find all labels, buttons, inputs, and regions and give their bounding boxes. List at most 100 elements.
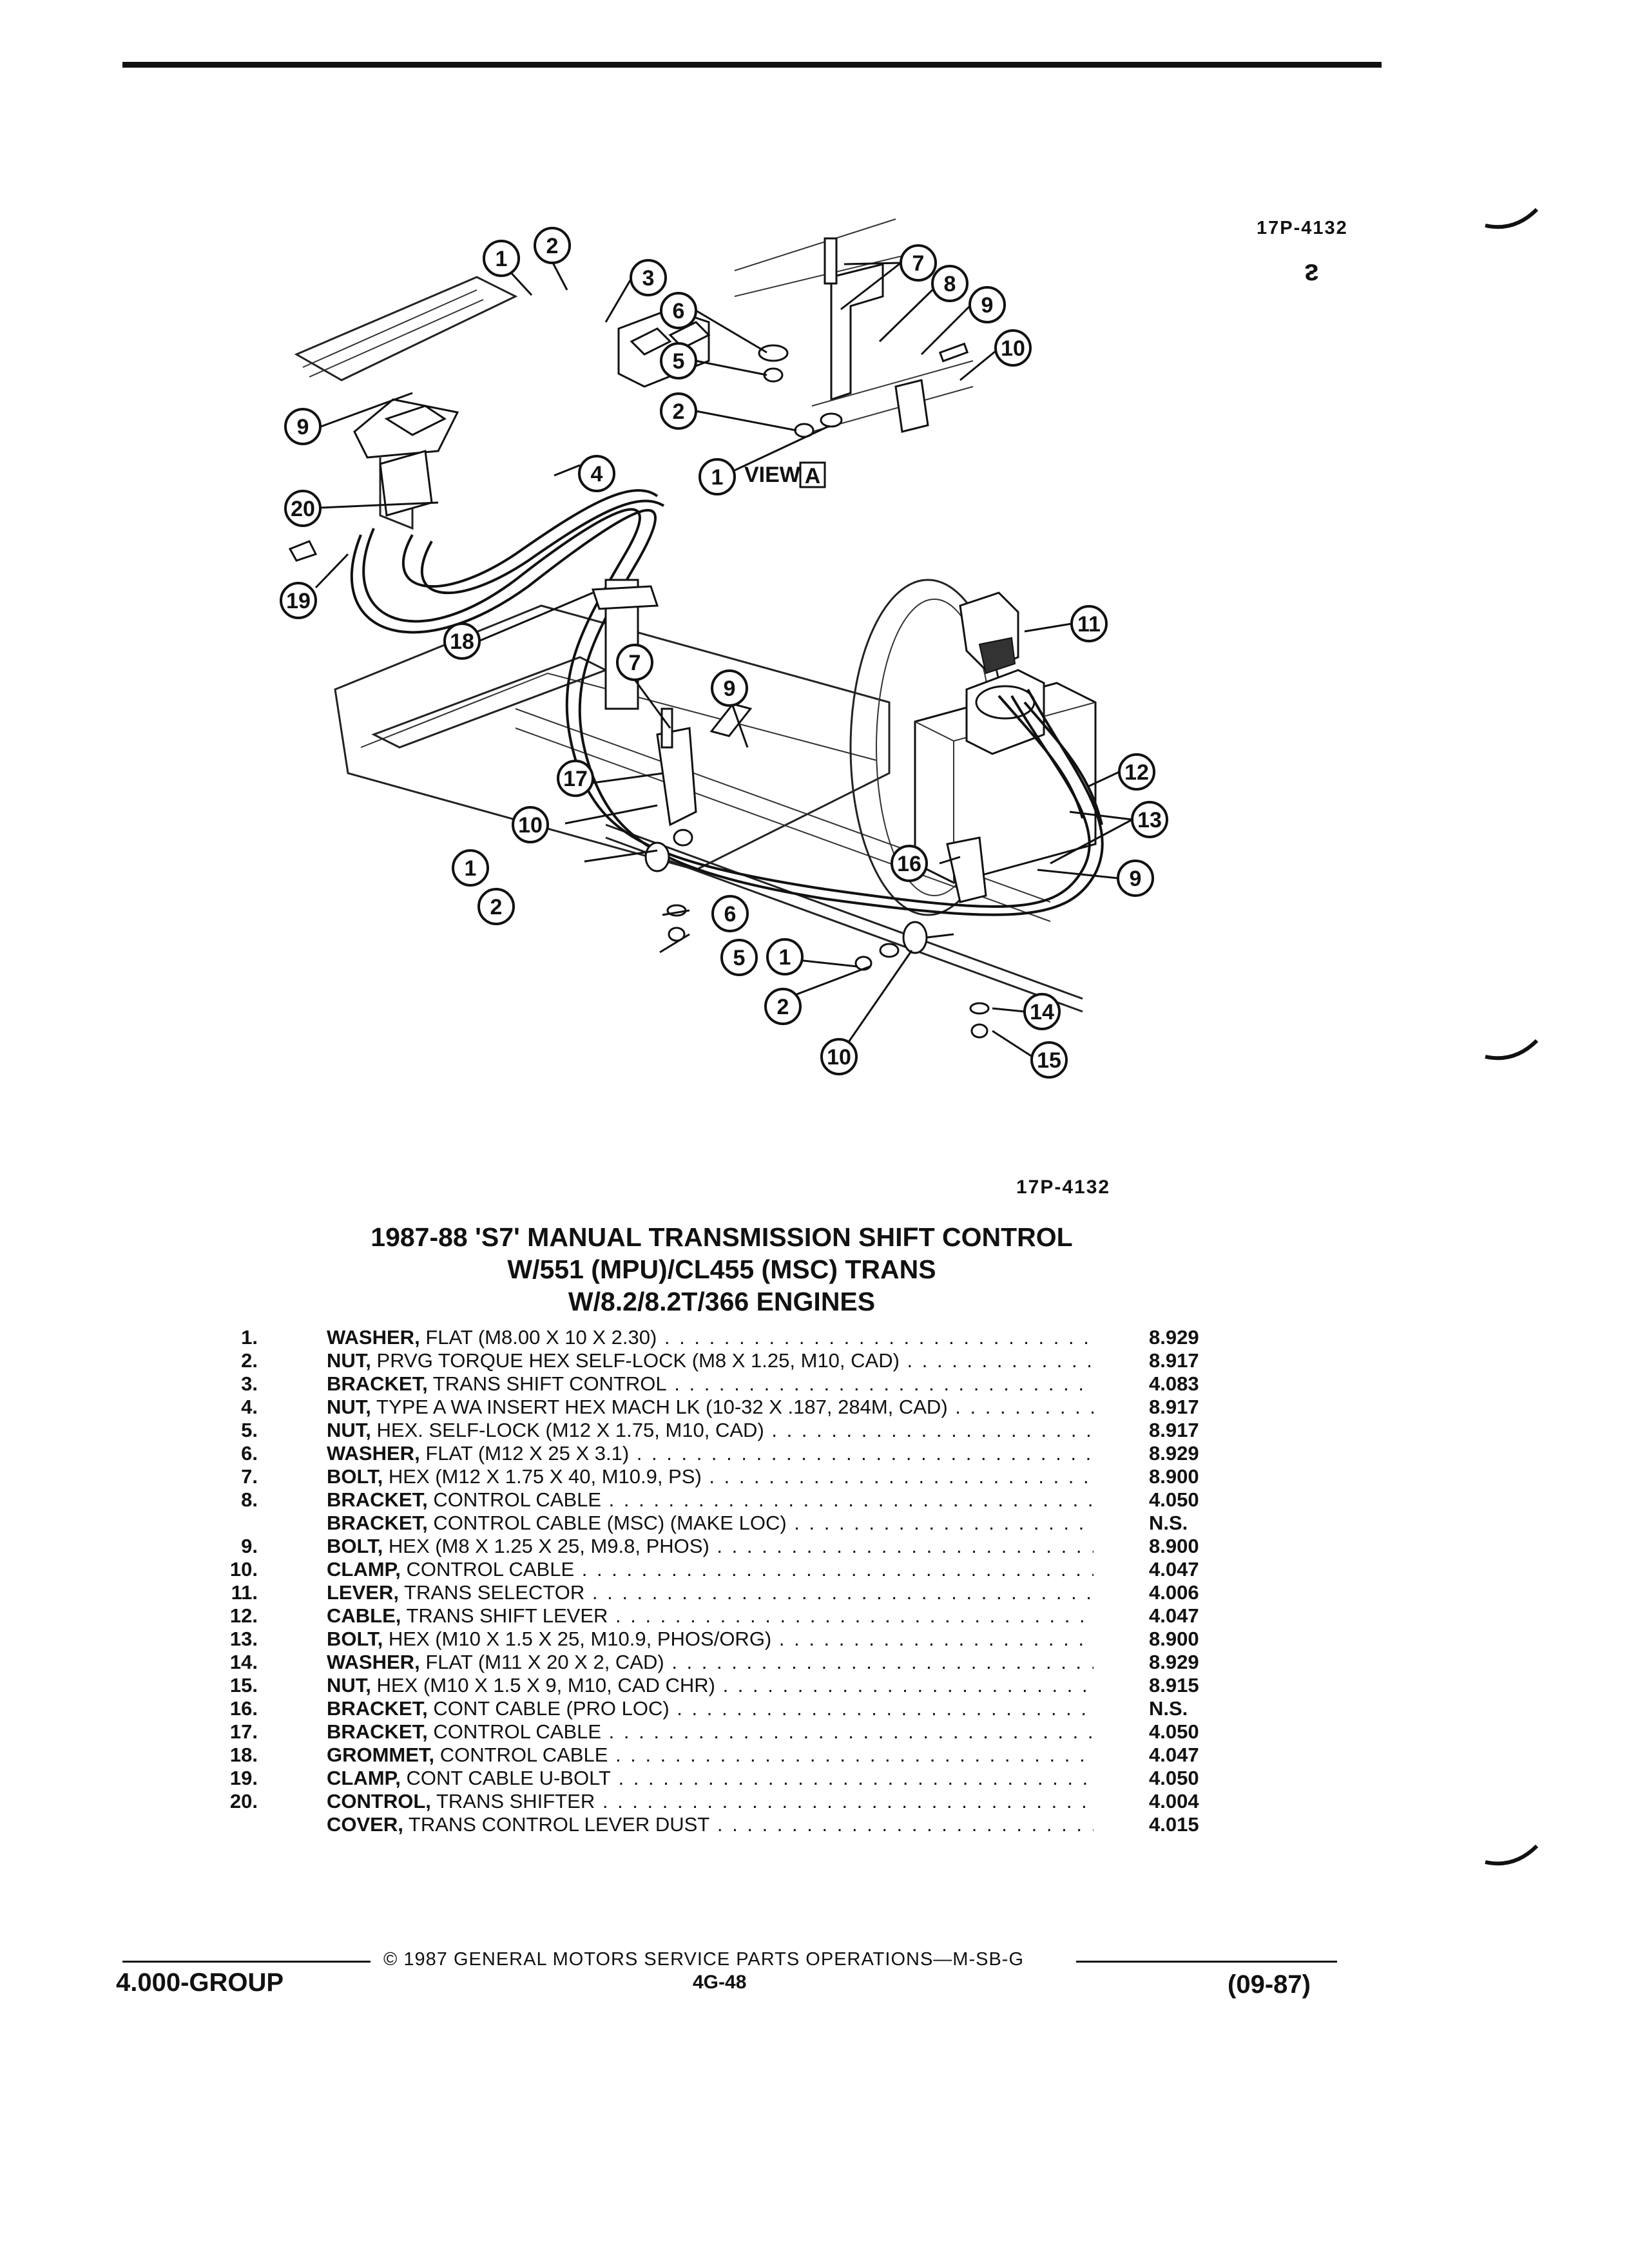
part-number: 2. xyxy=(241,1349,258,1372)
callout-6: 6 xyxy=(660,292,697,329)
part-group-code: N.S. xyxy=(1149,1512,1188,1534)
callout-10: 10 xyxy=(994,329,1032,367)
part-description: BRACKET, CONT CABLE (PRO LOC) xyxy=(327,1697,1094,1720)
svg-text:20: 20 xyxy=(291,497,315,521)
part-description: NUT, HEX. SELF-LOCK (M12 X 1.75, M10, CA… xyxy=(327,1419,1094,1442)
parts-row: 11.LEVER, TRANS SELECTOR4.006 xyxy=(193,1581,1237,1604)
view-a-box xyxy=(799,461,826,488)
callout-2: 2 xyxy=(764,988,802,1025)
parts-row: 10.CLAMP, CONTROL CABLE4.047 xyxy=(193,1558,1237,1581)
callout-1: 1 xyxy=(699,458,736,495)
part-detail: CONT CABLE (PRO LOC) xyxy=(433,1697,670,1720)
part-group-code: 4.015 xyxy=(1149,1813,1199,1836)
callout-18: 18 xyxy=(443,622,481,660)
svg-text:15: 15 xyxy=(1037,1048,1061,1073)
parts-row: 9.BOLT, HEX (M8 X 1.25 X 25, M9.8, PHOS)… xyxy=(193,1535,1237,1558)
parts-row: 12.CABLE, TRANS SHIFT LEVER4.047 xyxy=(193,1604,1237,1628)
part-group-code: 4.050 xyxy=(1149,1767,1199,1789)
part-name: BRACKET, xyxy=(327,1512,428,1534)
part-name: WASHER, xyxy=(327,1326,420,1349)
callout-7: 7 xyxy=(616,644,653,681)
svg-text:2: 2 xyxy=(546,234,559,258)
part-number: 11. xyxy=(231,1581,258,1604)
svg-text:18: 18 xyxy=(450,629,474,654)
part-name: BOLT, xyxy=(327,1628,383,1650)
cable-brackets xyxy=(288,540,990,1039)
part-name: BRACKET, xyxy=(327,1720,428,1743)
parts-row: 14.WASHER, FLAT (M11 X 20 X 2, CAD)8.929 xyxy=(193,1651,1237,1674)
part-number: 20. xyxy=(229,1790,258,1812)
svg-text:6: 6 xyxy=(673,299,685,323)
view-a-label: VIEW xyxy=(744,463,801,487)
parts-row: 6.WASHER, FLAT (M12 X 25 X 3.1)8.929 xyxy=(193,1442,1237,1465)
svg-text:7: 7 xyxy=(912,251,925,276)
part-name: COVER, xyxy=(327,1813,403,1836)
callout-9: 9 xyxy=(1117,860,1154,897)
callout-10: 10 xyxy=(820,1038,858,1075)
part-number: 10. xyxy=(229,1558,258,1581)
parts-row: 16.BRACKET, CONT CABLE (PRO LOC)N.S. xyxy=(193,1697,1237,1720)
binding-mark-icon xyxy=(1485,1844,1539,1866)
part-description: NUT, TYPE A WA INSERT HEX MACH LK (10-32… xyxy=(327,1396,1094,1419)
callout-1: 1 xyxy=(452,849,489,887)
part-group-code: 4.004 xyxy=(1149,1790,1199,1812)
part-group-code: 8.929 xyxy=(1149,1651,1199,1673)
svg-text:3: 3 xyxy=(642,266,655,291)
callout-19: 19 xyxy=(280,582,317,619)
part-detail: HEX (M12 X 1.75 X 40, M10.9, PS) xyxy=(388,1465,702,1488)
svg-text:9: 9 xyxy=(724,677,736,701)
svg-text:12: 12 xyxy=(1124,760,1149,785)
view-a-detail xyxy=(734,218,974,438)
parts-row: 5.NUT, HEX. SELF-LOCK (M12 X 1.75, M10, … xyxy=(193,1419,1237,1442)
part-number: 12. xyxy=(229,1604,258,1627)
svg-text:8: 8 xyxy=(944,272,956,296)
callout-17: 17 xyxy=(557,760,594,797)
part-description: COVER, TRANS CONTROL LEVER DUST xyxy=(327,1813,1094,1836)
part-group-code: 8.917 xyxy=(1149,1396,1199,1418)
callout-1: 1 xyxy=(483,240,520,277)
part-name: CLAMP, xyxy=(327,1558,401,1581)
callout-8: 8 xyxy=(931,265,969,302)
part-description: BRACKET, CONTROL CABLE xyxy=(327,1720,1094,1744)
date-code: (09-87) xyxy=(1228,1970,1311,1999)
part-name: NUT, xyxy=(327,1419,371,1441)
part-number: 6. xyxy=(241,1442,258,1465)
part-group-code: 4.050 xyxy=(1149,1488,1199,1511)
parts-row: 18.GROMMET, CONTROL CABLE4.047 xyxy=(193,1744,1237,1767)
parts-row: 13.BOLT, HEX (M10 X 1.5 X 25, M10.9, PHO… xyxy=(193,1628,1237,1651)
callout-9: 9 xyxy=(969,286,1006,323)
callout-5: 5 xyxy=(720,939,758,976)
part-detail: TRANS SHIFT CONTROL xyxy=(432,1372,667,1395)
part-group-code: 4.047 xyxy=(1149,1744,1199,1766)
part-name: GROMMET, xyxy=(327,1744,435,1766)
part-number: 8. xyxy=(241,1488,258,1511)
part-group-code: 4.083 xyxy=(1149,1372,1199,1395)
parts-row: 15.NUT, HEX (M10 X 1.5 X 9, M10, CAD CHR… xyxy=(193,1674,1237,1697)
part-group-code: 8.900 xyxy=(1149,1465,1199,1488)
part-group-code: 8.917 xyxy=(1149,1349,1199,1372)
part-description: NUT, HEX (M10 X 1.5 X 9, M10, CAD CHR) xyxy=(327,1674,1094,1697)
part-group-code: 4.047 xyxy=(1149,1604,1199,1627)
callout-16: 16 xyxy=(891,845,928,882)
part-group-code: 4.050 xyxy=(1149,1720,1199,1743)
callout-7: 7 xyxy=(900,244,937,282)
part-name: NUT, xyxy=(327,1349,371,1372)
callout-10: 10 xyxy=(512,806,549,843)
svg-text:13: 13 xyxy=(1137,808,1162,832)
svg-text:1: 1 xyxy=(465,856,477,881)
part-group-code: 8.915 xyxy=(1149,1674,1199,1696)
callout-9: 9 xyxy=(711,669,748,707)
leader-lines xyxy=(314,262,1133,1058)
part-description: LEVER, TRANS SELECTOR xyxy=(327,1581,1094,1604)
part-description: WASHER, FLAT (M8.00 X 10 X 2.30) xyxy=(327,1326,1094,1349)
callout-6: 6 xyxy=(711,895,749,932)
part-detail: CONTROL CABLE xyxy=(439,1744,608,1766)
footer-rule-right xyxy=(1076,1961,1337,1963)
copyright-notice: © 1987 GENERAL MOTORS SERVICE PARTS OPER… xyxy=(383,1949,1024,1970)
part-detail: TRANS SHIFT LEVER xyxy=(406,1604,608,1627)
part-description: WASHER, FLAT (M12 X 25 X 3.1) xyxy=(327,1442,1094,1465)
svg-text:1: 1 xyxy=(779,945,791,970)
part-name: WASHER, xyxy=(327,1442,420,1465)
callout-20: 20 xyxy=(284,490,322,527)
part-description: GROMMET, CONTROL CABLE xyxy=(327,1744,1094,1767)
